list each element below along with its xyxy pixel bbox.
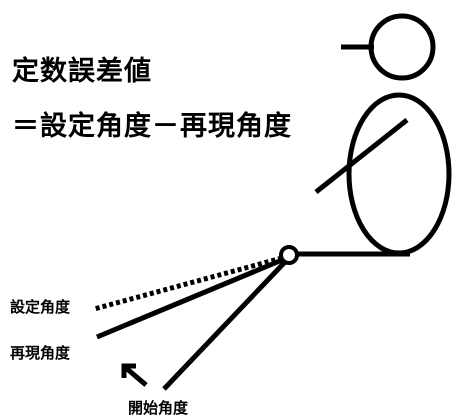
movement-arrow-head-icon	[121, 363, 136, 378]
formula-title: 定数誤差値	[12, 56, 152, 87]
start-angle-line	[162, 260, 287, 391]
formula-equation: ＝設定角度－再現角度	[12, 111, 292, 142]
movement-arrow-shaft	[124, 366, 148, 387]
knee-joint-circle	[279, 245, 299, 265]
reproduced-angle-label: 再現角度	[10, 344, 71, 362]
reproduced-angle-line	[96, 257, 283, 340]
arm-line	[314, 118, 409, 194]
set-angle-line	[93, 255, 283, 312]
start-angle-label: 開始角度	[128, 399, 189, 417]
set-angle-label: 設定角度	[10, 298, 71, 316]
head-outline	[368, 13, 436, 81]
torso-outline	[346, 92, 452, 256]
